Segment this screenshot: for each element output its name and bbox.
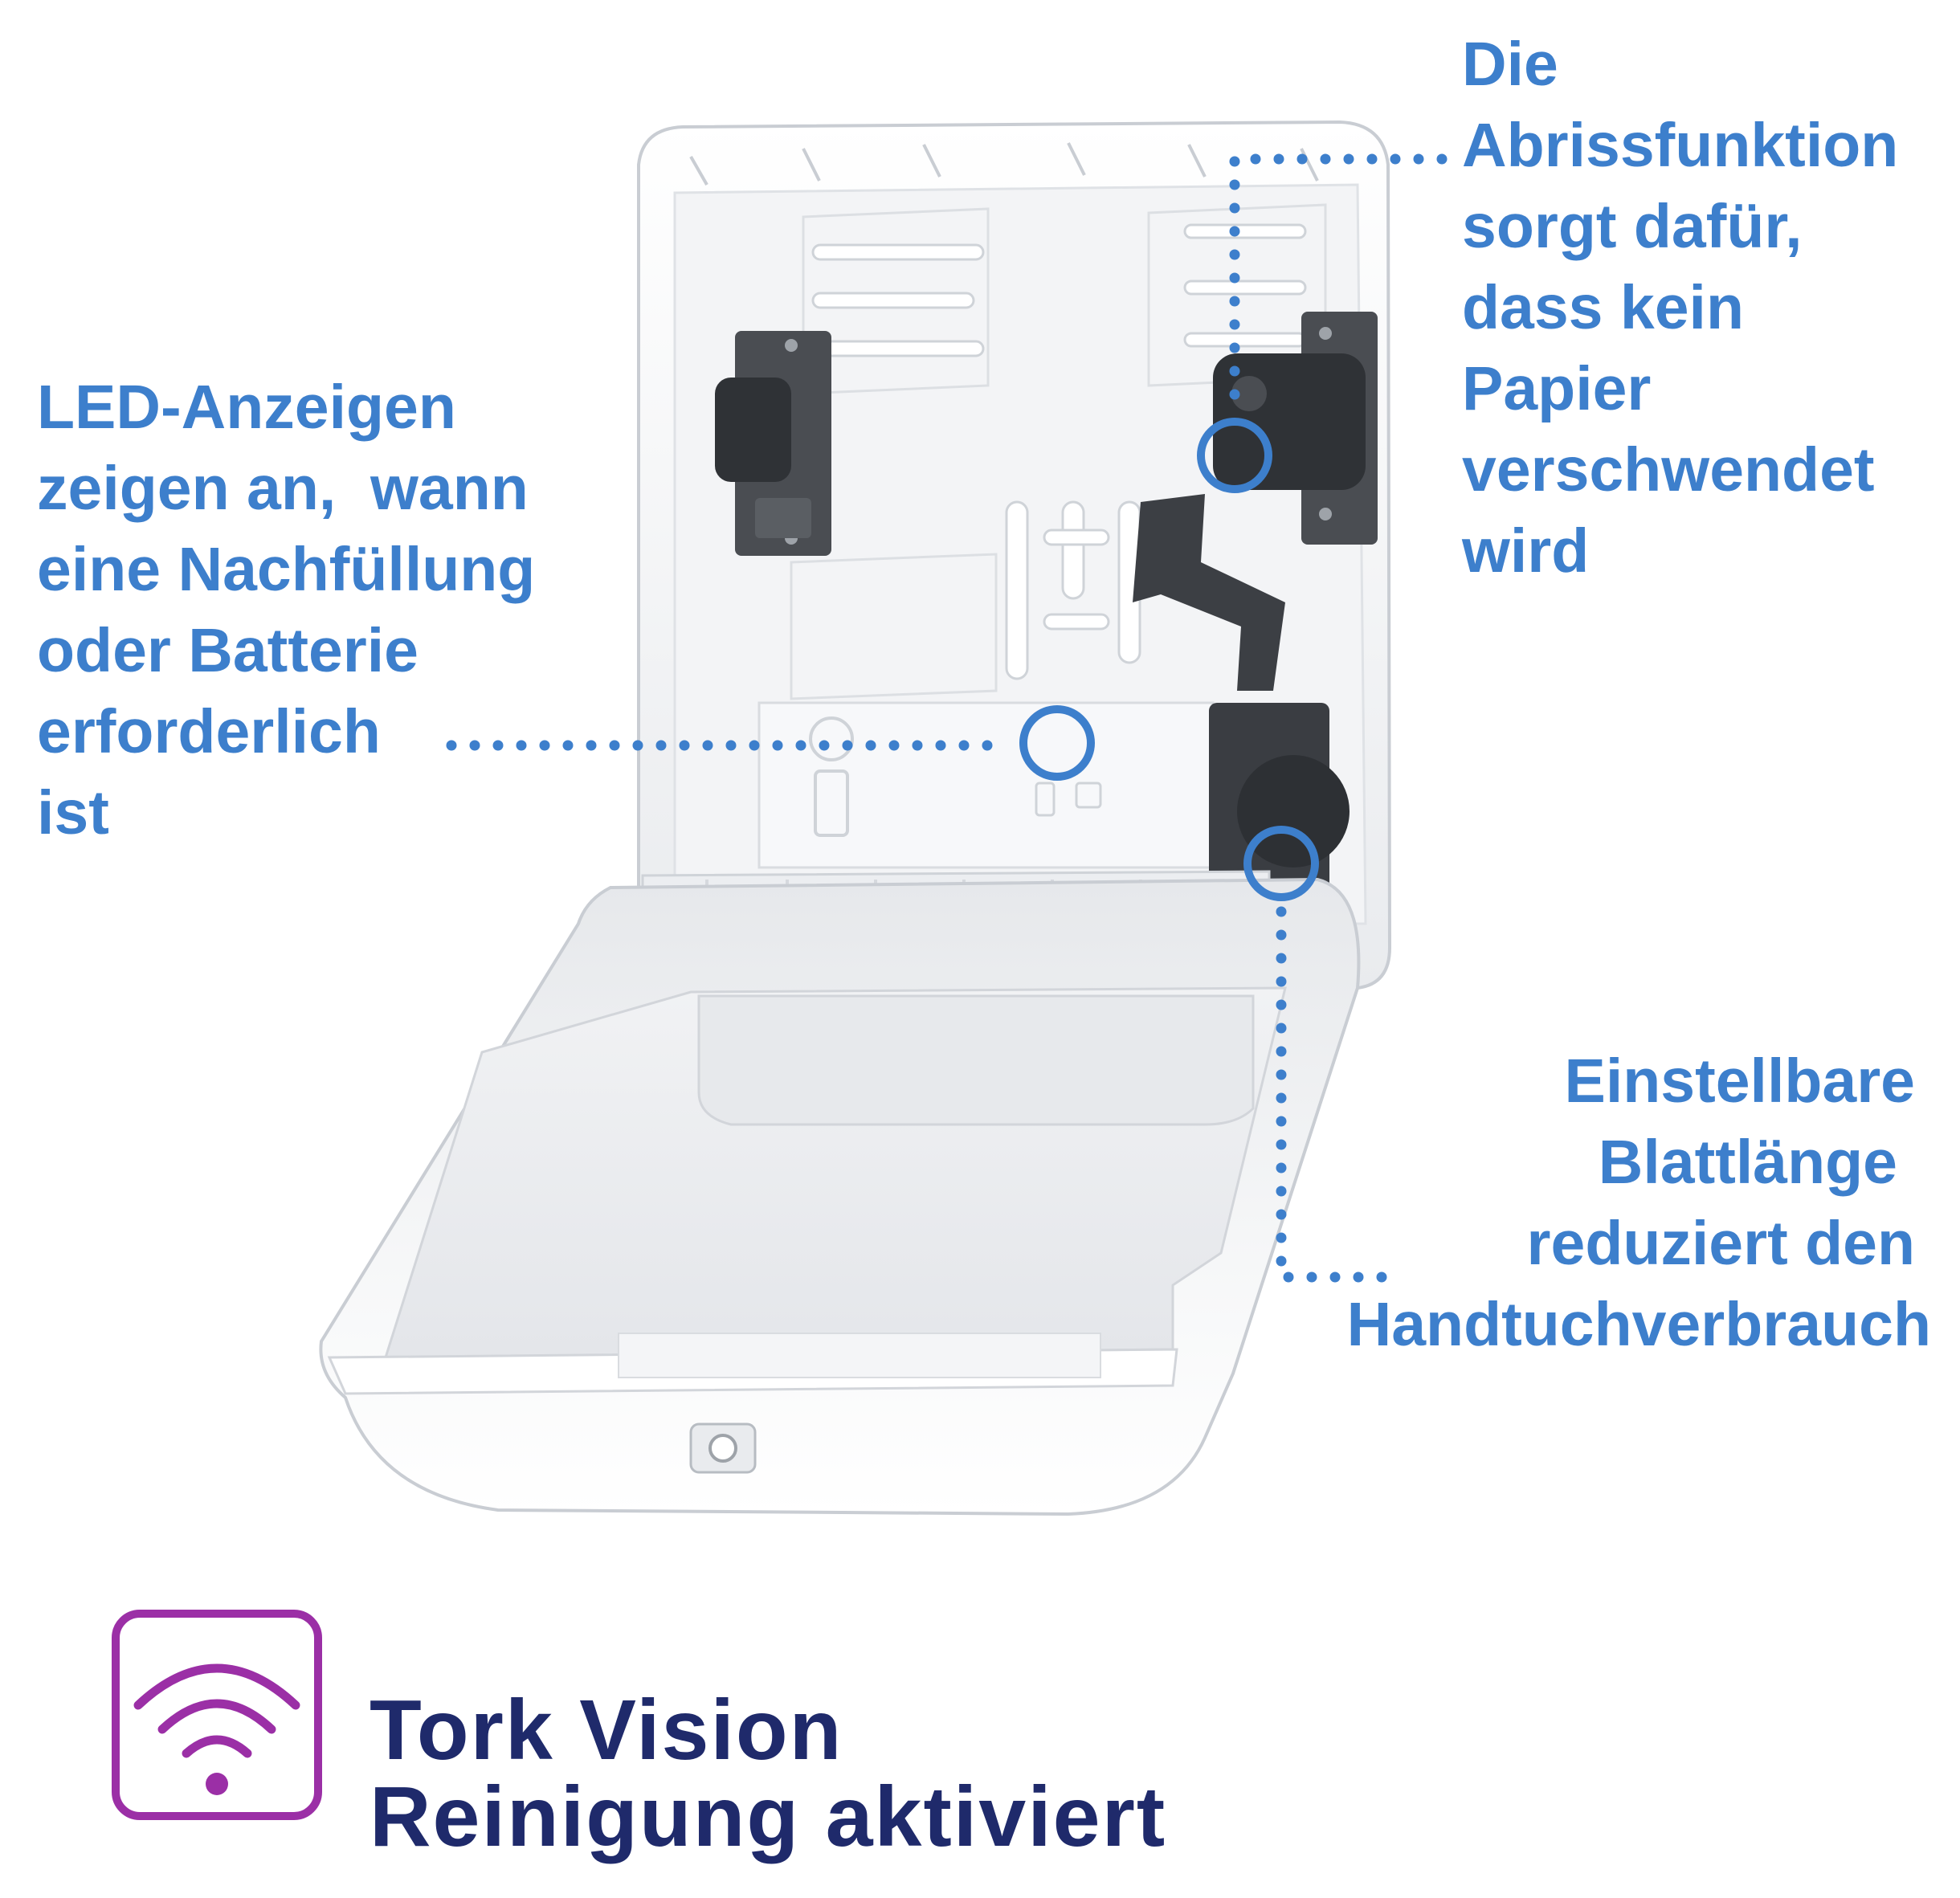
led-callout-marker bbox=[1019, 705, 1095, 781]
tork-vision-badge bbox=[112, 1610, 322, 1820]
callout-line: zeigen an, wann bbox=[37, 454, 529, 523]
callout-line: eine Nachfüllung bbox=[37, 535, 536, 604]
callout-line: erforderlich bbox=[37, 697, 381, 766]
callout-line: Die bbox=[1462, 30, 1558, 99]
tear-off-callout-marker bbox=[1197, 418, 1272, 493]
callout-line: Papier bbox=[1462, 354, 1652, 423]
footer-title-line2: Reinigung aktiviert bbox=[370, 1769, 1167, 1864]
led-indicator-callout: LED-Anzeigen zeigen an, wann eine Nachfü… bbox=[37, 367, 535, 854]
right-roll-holder bbox=[1213, 312, 1378, 545]
callout-line: verschwendet bbox=[1462, 435, 1875, 504]
callout-line: wird bbox=[1462, 516, 1590, 586]
sheet-length-callout-leader bbox=[1276, 906, 1403, 1283]
led-panel bbox=[757, 701, 1215, 869]
footer-title: Tork Vision Reinigung aktiviert bbox=[370, 1687, 1166, 1860]
footer-title-line1: Tork Vision bbox=[370, 1683, 843, 1778]
tear-off-callout-leader bbox=[1229, 153, 1448, 415]
callout-line: LED-Anzeigen bbox=[37, 373, 456, 442]
tear-off-callout: Die Abrissfunktion sorgt dafür, dass kei… bbox=[1462, 24, 1898, 592]
callout-line: dass kein bbox=[1462, 273, 1744, 342]
callout-line: sorgt dafür, bbox=[1462, 192, 1803, 261]
callout-line: Abrissfunktion bbox=[1462, 111, 1899, 180]
sheet-length-callout-marker bbox=[1243, 826, 1319, 901]
callout-line: Handtuchverbrauch bbox=[1346, 1290, 1931, 1359]
wifi-icon bbox=[133, 1663, 300, 1758]
sheet-length-callout: Einstellbare Blattlänge reduziert den Ha… bbox=[1347, 1041, 1931, 1365]
callout-line: ist bbox=[37, 778, 109, 847]
front-cover bbox=[319, 877, 1361, 1516]
callout-line: reduziert den bbox=[1526, 1209, 1915, 1278]
lever-arm bbox=[1133, 494, 1285, 691]
left-roll-holder bbox=[715, 331, 831, 556]
callout-line: Einstellbare bbox=[1564, 1047, 1915, 1116]
callout-line: oder Batterie bbox=[37, 616, 419, 685]
callout-line: Blattlänge bbox=[1598, 1128, 1897, 1197]
